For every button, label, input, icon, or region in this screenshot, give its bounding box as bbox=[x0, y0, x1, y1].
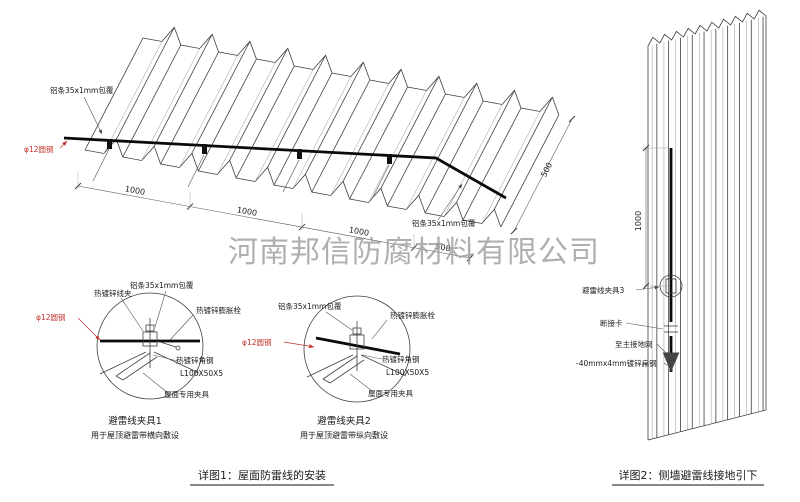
dimension-1000-c: 1000 bbox=[348, 225, 370, 238]
detail2-label-angle-spec: L100X50X5 bbox=[386, 368, 429, 377]
wire-clamp bbox=[107, 139, 112, 149]
roof-slope-dimension: 500 bbox=[510, 115, 576, 235]
label-alu-strip-right: 铝条35x1mm包覆 bbox=[412, 218, 476, 228]
wall-down-conductor bbox=[659, 148, 683, 372]
detail2-title: 避雷线夹具2 bbox=[317, 415, 371, 427]
wire-clamp bbox=[202, 144, 207, 154]
detail1-drawing: 热镀锌线夹 铝条35x1mm包覆 热镀锌膨胀栓 φ12圆钢 热镀锌角钢 L100… bbox=[36, 280, 241, 440]
detail2-label-fixture: 屋面专用夹具 bbox=[368, 388, 413, 398]
roof-annotations: 铝条35x1mm包覆 φ12圆钢 铝条35x1mm包覆 bbox=[24, 85, 476, 228]
detail2-label-alu-strip: 铝条35x1mm包覆 bbox=[278, 301, 342, 311]
detail1-subtitle: 用于屋顶避雷带横向敷设 bbox=[91, 430, 179, 440]
detail2-label-angle-steel: 热镀锌角钢 bbox=[382, 354, 420, 364]
label-alu-strip-top: 铝条35x1mm包覆 bbox=[50, 85, 114, 95]
wall-annotations: 避雷线夹具3 断接卡 至主接地网 -40mmx4mm镀锌扁钢 bbox=[576, 285, 671, 368]
detail1-label-alu-strip: 铝条35x1mm包覆 bbox=[130, 280, 194, 290]
wall-dimension: 1000 bbox=[634, 144, 668, 290]
dimension-slope-500: 500 bbox=[539, 161, 554, 179]
wall-corrugation-lines bbox=[647, 9, 767, 441]
dimension-line bbox=[77, 185, 471, 259]
detail1-title: 避雷线夹具1 bbox=[108, 415, 162, 427]
clamp-support-line bbox=[92, 148, 110, 182]
detail2-label-anchor: 热镀锌膨胀栓 bbox=[390, 310, 435, 320]
wire-clamp bbox=[297, 149, 302, 159]
detail1-label-angle-spec: L100X50X5 bbox=[180, 369, 223, 378]
company-watermark: 河南邦信防腐材料有限公司 bbox=[228, 235, 600, 270]
clamp-support-line bbox=[187, 154, 205, 188]
detail1-label-clip: 热镀锌线夹 bbox=[94, 288, 132, 298]
sheet-captions: 详图1：屋面防雷线的安装 详图2：侧墙避雷线接地引下 bbox=[190, 468, 764, 486]
detail2-circle bbox=[303, 295, 411, 403]
detail1-label-rod: φ12圆钢 bbox=[36, 312, 66, 322]
roof-corrugation-lines bbox=[84, 26, 560, 228]
detail2-label-rod: φ12圆钢 bbox=[242, 337, 272, 347]
wire-clamp bbox=[387, 154, 392, 164]
roof-dimension-chain: 1000 1000 1000 500 bbox=[74, 172, 474, 262]
caption-detail2: 详图2：侧墙避雷线接地引下 bbox=[619, 468, 758, 482]
dimension-500: 500 bbox=[435, 242, 452, 254]
detail2-subtitle: 用于屋顶避雷带纵向敷设 bbox=[300, 430, 388, 440]
detail1-label-angle-steel: 热镀锌角钢 bbox=[176, 355, 214, 365]
lightning-wire bbox=[63, 136, 507, 200]
wall-label-to-ground: 至主接地网 bbox=[615, 339, 653, 349]
dimension-1000-b: 1000 bbox=[236, 205, 258, 218]
wall-dimension-1000: 1000 bbox=[634, 211, 643, 231]
detail2-drawing: 铝条35x1mm包覆 热镀锌膨胀栓 φ12圆钢 热镀锌角钢 L100X50X5 … bbox=[242, 295, 435, 440]
detail1-label-fixture: 屋面专用夹具 bbox=[164, 389, 209, 399]
roof-lightning-wire bbox=[63, 136, 507, 200]
detail2-wire bbox=[315, 336, 401, 356]
detail1-label-anchor: 热镀锌膨胀栓 bbox=[196, 305, 241, 315]
clamp-support-line bbox=[372, 164, 390, 198]
detail1-circle bbox=[96, 292, 204, 400]
wall-label-clamp: 避雷线夹具3 bbox=[582, 285, 624, 295]
dimension-1000-a: 1000 bbox=[124, 184, 146, 197]
clamp-support-line bbox=[282, 159, 300, 193]
caption-detail1: 详图1：屋面防雷线的安装 bbox=[198, 468, 326, 482]
wall-label-disconnect: 断接卡 bbox=[600, 318, 623, 328]
wall-label-flat-steel: -40mmx4mm镀锌扁钢 bbox=[576, 358, 657, 368]
label-rod-main: φ12圆钢 bbox=[24, 144, 54, 154]
